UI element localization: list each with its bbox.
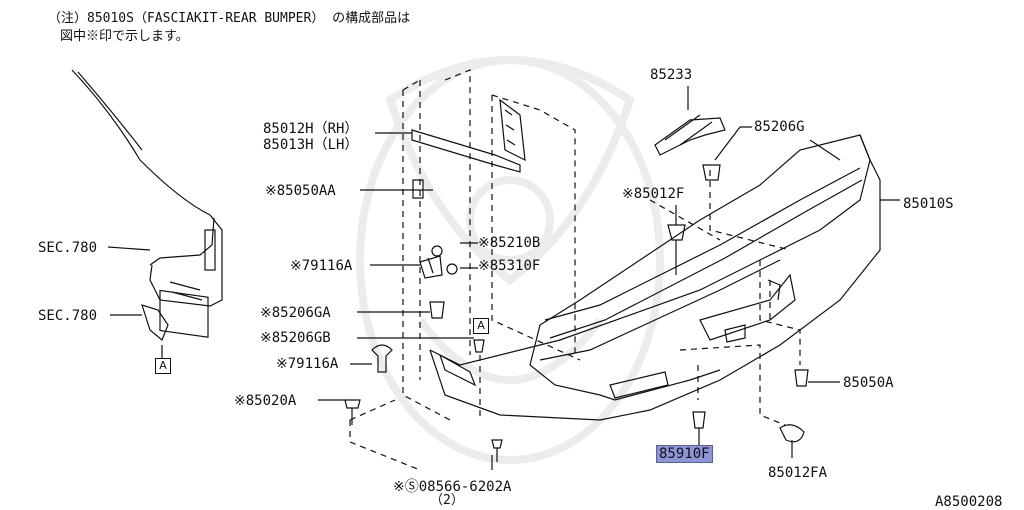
part-label-79116a-lower[interactable]: ※79116A bbox=[276, 356, 339, 372]
part-label-85012h[interactable]: 85012H（RH） bbox=[263, 121, 359, 137]
note-line-2: 図中※印で示します。 bbox=[60, 29, 189, 44]
part-label-85050aa[interactable]: ※85050AA bbox=[265, 183, 336, 199]
part-label-85012f[interactable]: ※85012F bbox=[622, 186, 685, 202]
part-label-85010s[interactable]: 85010S bbox=[903, 196, 954, 212]
note-line-1: （注）85010S（FASCIAKIT-REAR BUMPER） の構成部品は bbox=[48, 11, 411, 26]
reference-box-a-center: A bbox=[473, 318, 489, 334]
sec-label-780-upper[interactable]: SEC.780 bbox=[38, 240, 98, 256]
part-label-85210b[interactable]: ※85210B bbox=[478, 235, 541, 251]
sec-label-780-lower[interactable]: SEC.780 bbox=[38, 308, 98, 324]
part-label-79116a-upper[interactable]: ※79116A bbox=[290, 258, 353, 274]
part-label-85233[interactable]: 85233 bbox=[650, 67, 693, 83]
watermark-emblem bbox=[356, 56, 664, 464]
part-label-08566-6202a[interactable]: ※Ⓢ08566-6202A bbox=[393, 479, 512, 495]
part-label-85206gb[interactable]: ※85206GB bbox=[260, 330, 331, 346]
part-label-85206ga[interactable]: ※85206GA bbox=[260, 305, 331, 321]
highlighted-part-85910f[interactable]: 85910F bbox=[656, 445, 713, 463]
part-label-85050a[interactable]: 85050A bbox=[843, 375, 894, 391]
part-quantity-08566: （2） bbox=[430, 493, 464, 508]
side-bracket-shape bbox=[411, 129, 521, 173]
fender-outline bbox=[71, 69, 223, 307]
drawing-id: A8500208 bbox=[935, 494, 1003, 510]
reference-box-a-left: A bbox=[155, 358, 171, 374]
part-label-85310f[interactable]: ※85310F bbox=[478, 258, 541, 274]
part-label-85206g[interactable]: 85206G bbox=[754, 119, 805, 135]
part-label-85013h[interactable]: 85013H（LH） bbox=[263, 137, 359, 153]
part-label-85020a[interactable]: ※85020A bbox=[234, 393, 297, 409]
part-label-85910f[interactable]: 85910F bbox=[656, 445, 713, 463]
part-label-85012fa[interactable]: 85012FA bbox=[768, 465, 828, 481]
